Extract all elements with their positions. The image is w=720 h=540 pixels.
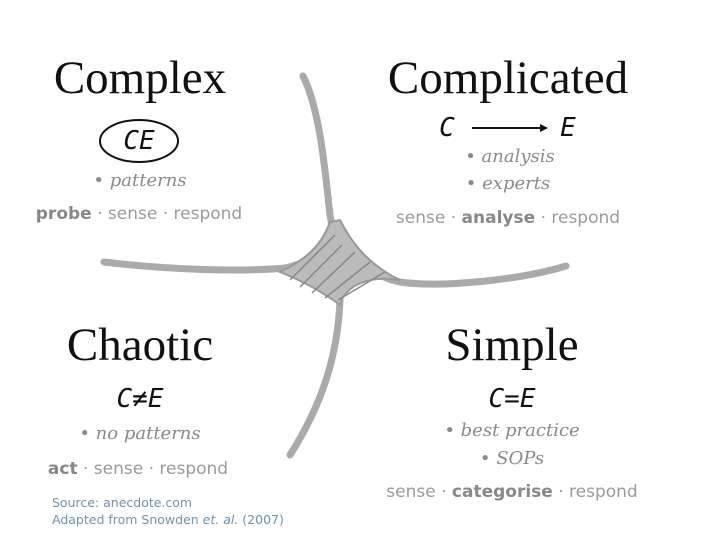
simple-relation: C=E — [488, 384, 536, 414]
arrow-head — [540, 124, 548, 132]
chaotic-note: • no patterns — [79, 423, 201, 444]
complex-action: probe · sense · respond — [36, 206, 242, 223]
action-bold: analyse — [461, 208, 536, 228]
simple-note: • SOPs — [479, 448, 545, 469]
chaotic-title: Chaotic — [66, 319, 214, 371]
action-bold: categorise — [451, 482, 553, 502]
complicated-note: • analysis — [465, 146, 555, 167]
chaotic-action: act · sense · respond — [48, 461, 228, 478]
hatch-lines — [289, 234, 386, 301]
complicated-effect: E — [560, 113, 576, 143]
simple-note: • best practice — [444, 420, 580, 441]
complex-note: • patterns — [93, 170, 187, 191]
simple-action: sense · categorise · respond — [386, 484, 637, 501]
complicated-action: sense · analyse · respond — [396, 210, 620, 227]
source-line: Source: anecdote.com — [52, 495, 193, 510]
center-hatch — [277, 218, 401, 307]
complicated-cause: C — [439, 113, 455, 143]
complex-relation: CE — [123, 126, 155, 156]
action-post: · respond — [535, 208, 621, 228]
attribution-italic: et. al. — [202, 512, 239, 527]
action-bold: probe — [35, 204, 92, 224]
complicated-note: • experts — [465, 173, 551, 194]
action-bold: act — [47, 459, 78, 479]
action-post: · respond — [552, 482, 638, 502]
attribution-pre: Adapted from Snowden — [52, 512, 203, 527]
complicated-title: Complicated — [387, 52, 629, 104]
chaotic-relation: C≠E — [116, 384, 164, 414]
simple-title: Simple — [445, 319, 579, 371]
complex-title: Complex — [53, 52, 227, 104]
action-rest: · sense · respond — [77, 459, 229, 479]
attribution-line: Adapted from Snowden et. al. (2007) — [52, 512, 284, 527]
action-pre: sense · — [395, 208, 462, 228]
action-rest: · sense · respond — [91, 204, 243, 224]
attribution-post: (2007) — [238, 512, 284, 527]
boundary-bottom — [286, 296, 344, 459]
action-pre: sense · — [386, 482, 452, 502]
ce-circle — [99, 119, 179, 163]
